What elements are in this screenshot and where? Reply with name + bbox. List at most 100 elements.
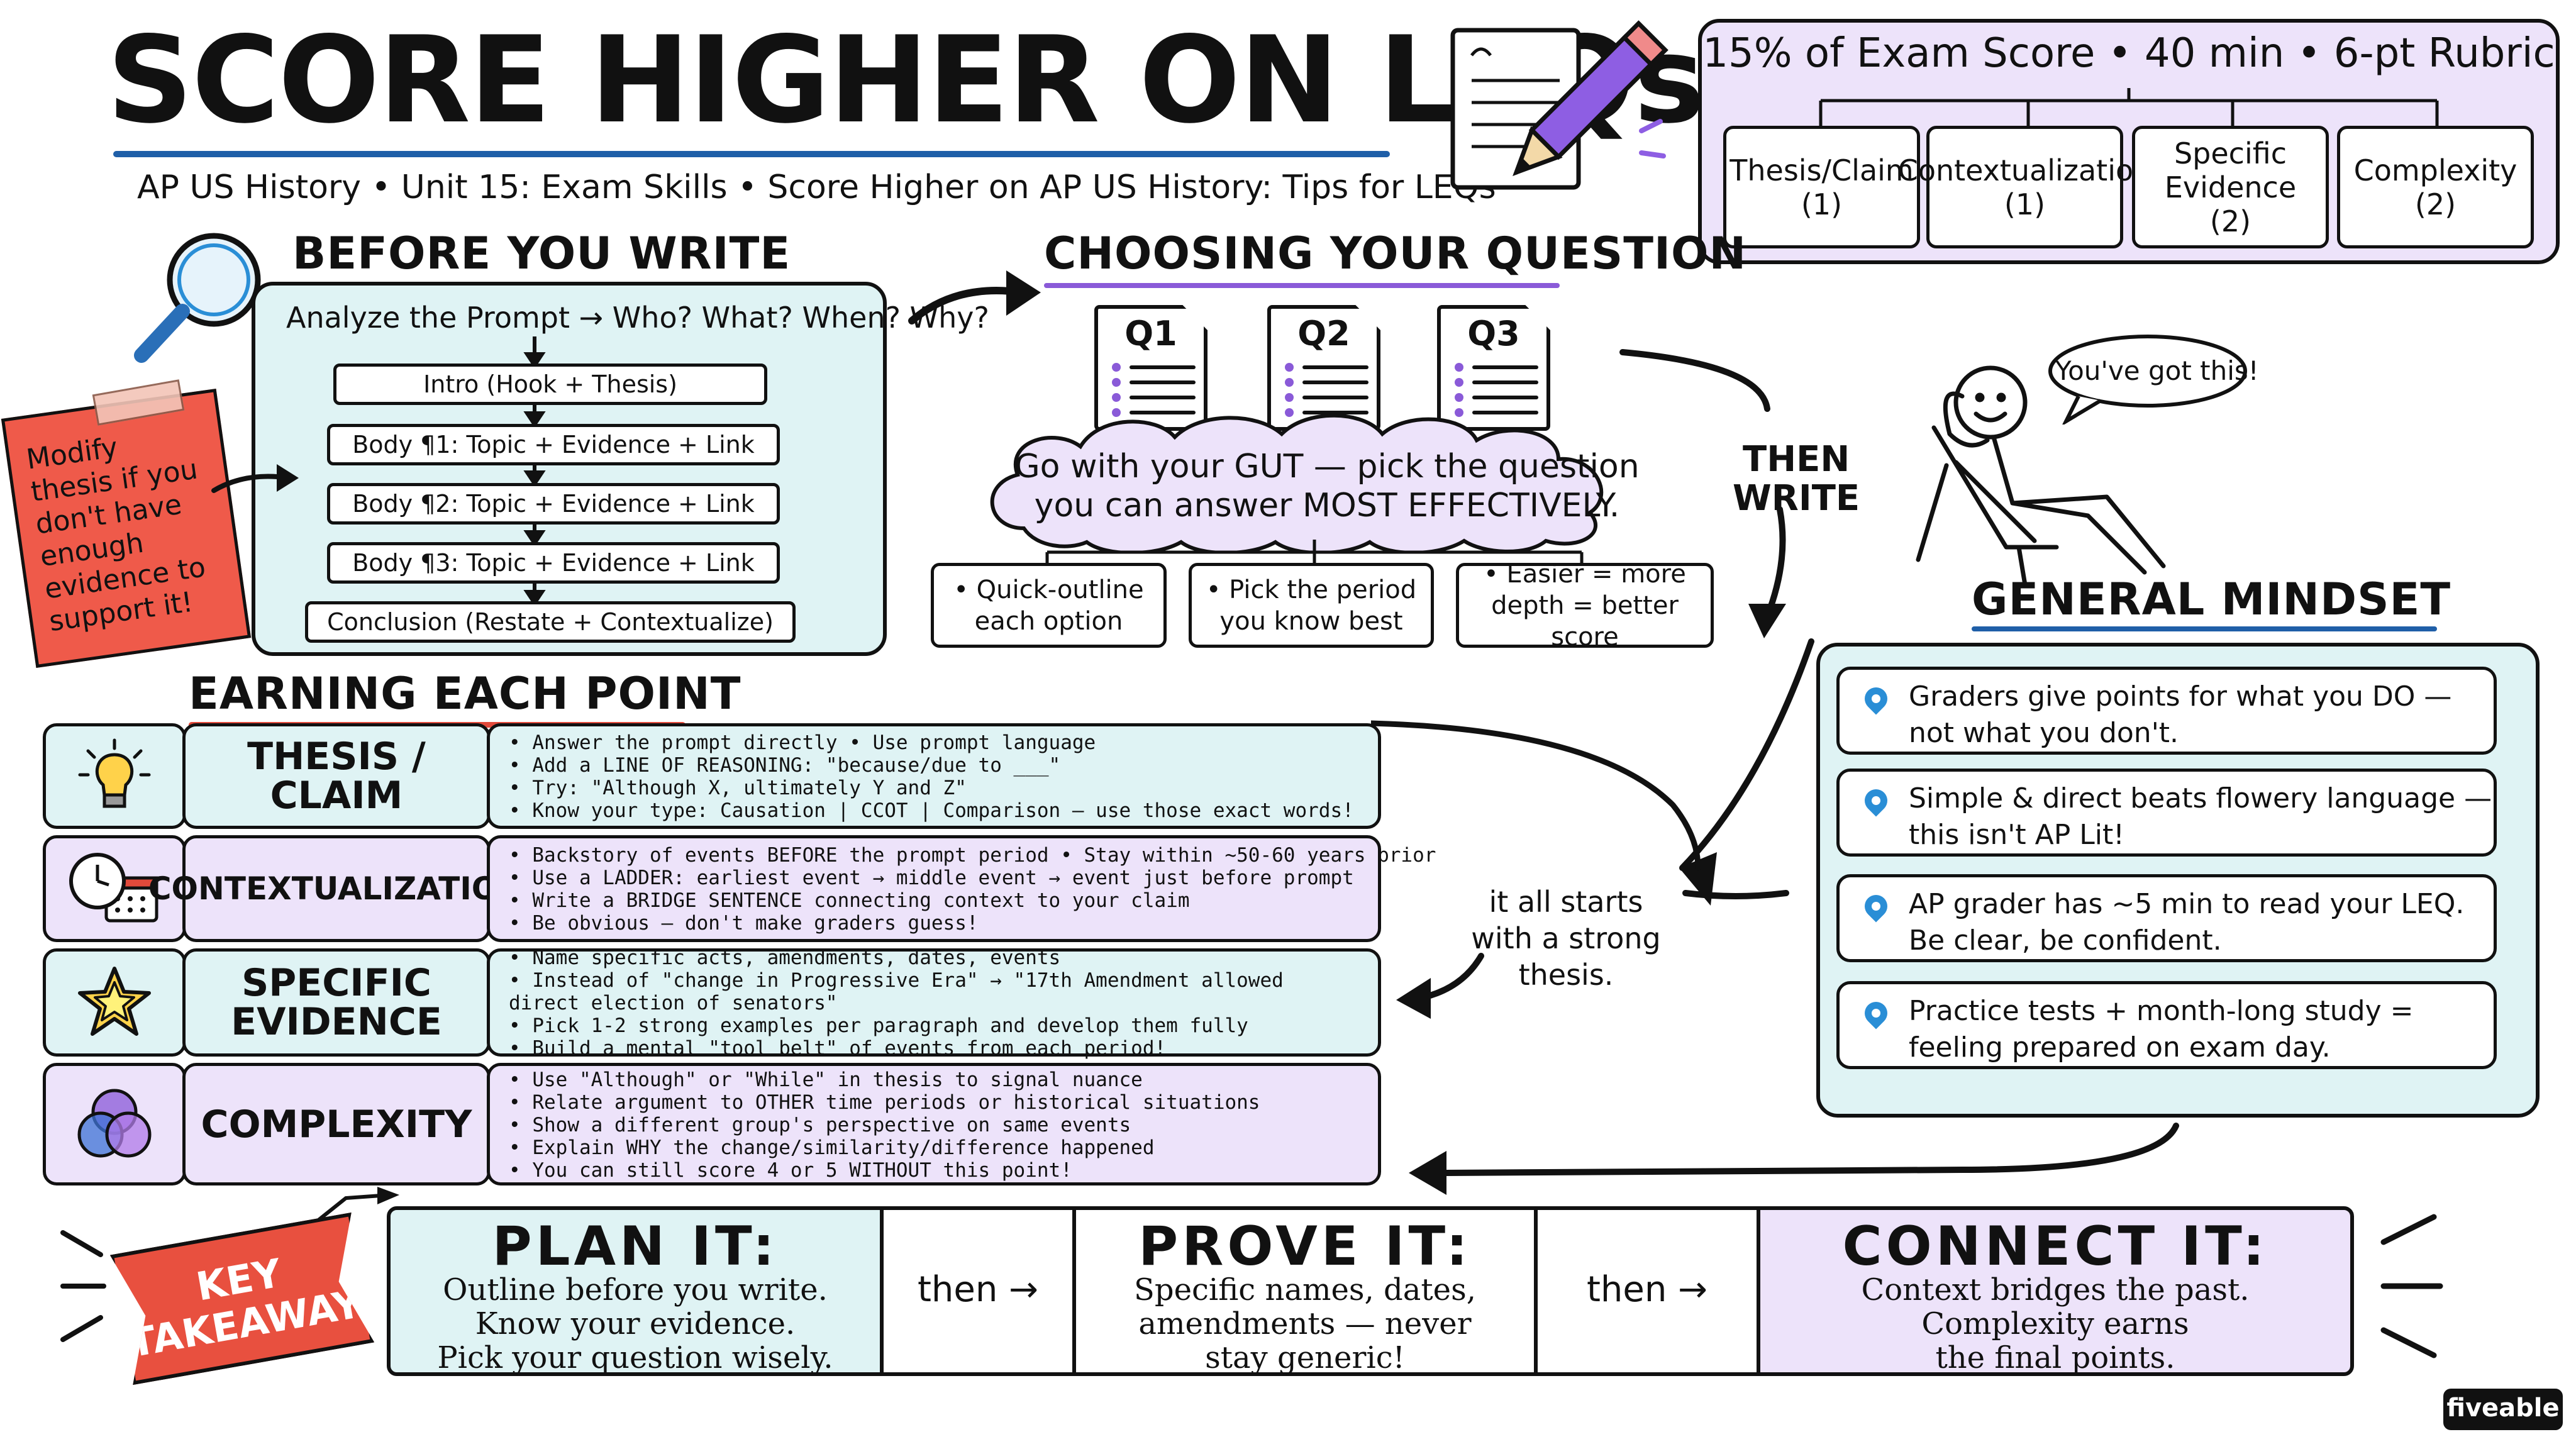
doc-line — [1302, 411, 1368, 414]
point-label-cell: COMPLEXITY — [182, 1063, 491, 1185]
doc-bullet — [1112, 408, 1121, 417]
mindset-underline — [1972, 626, 2437, 631]
bullet-item: • Add a LINE OF REASONING: "because/due … — [509, 754, 1061, 777]
point-bullets-cell: • Backstory of events BEFORE the prompt … — [487, 835, 1436, 942]
star-icon — [74, 963, 155, 1041]
starts-line-1: it all starts — [1489, 885, 1643, 919]
flow-step: Body ¶3: Topic + Evidence + Link — [327, 542, 780, 584]
point-icon-cell — [43, 1063, 186, 1185]
flow-step: Intro (Hook + Thesis) — [333, 364, 767, 405]
bullet-item: • Name specific acts, amendments, dates,… — [509, 947, 1061, 969]
doc-line — [1302, 396, 1368, 399]
plan-cell: PLAN IT: Outline before you write. Know … — [387, 1206, 884, 1376]
bullet-item: direct election of senators" — [509, 992, 838, 1014]
question-label: Q3 — [1467, 314, 1520, 353]
doc-bullet — [1455, 408, 1463, 417]
bullet-item: • Explain WHY the change/similarity/diff… — [509, 1136, 1155, 1159]
plan-line-2: Know your evidence. — [475, 1306, 796, 1341]
question-label: Q1 — [1124, 314, 1177, 353]
fiveable-logo: fiveable — [2443, 1389, 2563, 1430]
plan-line-3: Pick your question wisely. — [437, 1340, 833, 1375]
rubric-item-name: Thesis/Claim — [1729, 153, 1914, 187]
point-label-line-1: CONTEXTUALIZATION — [148, 870, 525, 907]
arrow-to-choosing — [908, 270, 1041, 325]
question-doc: Q3 — [1437, 305, 1550, 431]
bullet-item: • Pick 1-2 strong examples per paragraph… — [509, 1014, 1248, 1037]
point-icon-cell — [43, 948, 186, 1057]
prove-line-3: stay generic! — [1205, 1340, 1405, 1375]
doc-bullet — [1285, 363, 1294, 372]
rubric-item: Thesis/Claim(1) — [1723, 126, 1920, 248]
before-panel — [252, 282, 887, 656]
flow-step-label: Intro (Hook + Thesis) — [423, 370, 677, 398]
doc-line — [1130, 396, 1196, 399]
mindset-item: Practice tests + month-long study =feeli… — [1836, 981, 2497, 1069]
clock-calendar-icon — [67, 850, 162, 928]
doc-bullet — [1112, 393, 1121, 402]
flow-step-label: Body ¶2: Topic + Evidence + Link — [352, 490, 755, 518]
page-title: SCORE HIGHER ON LEQs — [107, 11, 1705, 150]
doc-bullet — [1285, 408, 1294, 417]
point-label-line-2: CLAIM — [270, 774, 403, 818]
doc-line — [1130, 380, 1196, 384]
point-label-line-1: COMPLEXITY — [201, 1102, 472, 1146]
bullet-item: • Build a mental "tool belt" of events f… — [509, 1037, 1167, 1060]
bullet-item: • Write a BRIDGE SENTENCE connecting con… — [509, 889, 1190, 912]
rubric-item: Complexity(2) — [2337, 126, 2534, 248]
pin-icon — [1860, 784, 1892, 817]
mindset-line-1: AP grader has ~5 min to read your LEQ. — [1909, 888, 2465, 920]
flow-step: Body ¶1: Topic + Evidence + Link — [327, 424, 780, 465]
before-heading: BEFORE YOU WRITE — [292, 228, 791, 279]
rubric-header: 15% of Exam Score • 40 min • 6-pt Rubric — [1702, 30, 2555, 77]
doc-line — [1472, 380, 1538, 384]
doc-bullet — [1112, 363, 1121, 372]
sticky-note: Modify thesis if you don't have enough e… — [1, 388, 252, 669]
question-doc: Q1 — [1094, 305, 1208, 431]
then-write-label: THEN WRITE — [1733, 440, 1860, 518]
rubric-item-points: (1) — [2004, 187, 2046, 221]
bullet-item: • Show a different group's perspective o… — [509, 1113, 1131, 1136]
bullet-item: • Answer the prompt directly • Use promp… — [509, 731, 1096, 754]
rubric-item: Specific Evidence(2) — [2132, 126, 2329, 248]
point-label-line-1: SPECIFIC — [242, 961, 431, 1005]
point-label-line-1: THESIS / — [247, 735, 426, 779]
bullet-item: • Backstory of events BEFORE the prompt … — [509, 844, 1436, 867]
rubric-item: Contextualization(1) — [1898, 126, 2151, 248]
prove-title: PROVE IT: — [1138, 1215, 1472, 1278]
choosing-underline — [1044, 283, 1560, 288]
flow-step-label: Body ¶3: Topic + Evidence + Link — [352, 549, 755, 577]
plan-title: PLAN IT: — [492, 1215, 779, 1278]
point-bullets-cell: • Answer the prompt directly • Use promp… — [487, 723, 1381, 829]
bullet-item: • Try: "Although X, ultimately Y and Z" — [509, 777, 967, 799]
rubric-item-points: (2) — [2414, 187, 2457, 221]
bullet-item: • Use "Although" or "While" in thesis to… — [509, 1068, 1143, 1091]
connect-cell: CONNECT IT: Context bridges the past. Co… — [1757, 1206, 2354, 1376]
mindset-line-2: not what you don't. — [1909, 717, 2179, 749]
then-cell-1: then → — [880, 1206, 1076, 1376]
point-icon-cell — [43, 835, 186, 942]
key-takeaways-banner: KEY TAKEAWAYS — [110, 1213, 375, 1385]
then-cell-2: then → — [1534, 1206, 1760, 1376]
mindset-line-1: Simple & direct beats flowery language — — [1909, 782, 2492, 814]
choose-tip-line-1: • Quick-outline — [953, 575, 1144, 604]
connect-line-2: Complexity earns — [1921, 1306, 2189, 1341]
rubric-item-name: Contextualization — [1897, 153, 2152, 187]
bullet-item: • Use a LADDER: earliest event → middle … — [509, 867, 1354, 889]
cloud-line-2: you can answer MOST EFFECTIVELY. — [1034, 487, 1620, 525]
banner-pointer — [313, 1187, 399, 1225]
choose-tip-line-2: depth = better score — [1491, 591, 1679, 652]
rubric-item-name: Specific Evidence — [2164, 136, 2297, 204]
bullet-item: • Know your type: Causation | CCOT | Com… — [509, 799, 1354, 822]
mindset-line-1: Graders give points for what you DO — — [1909, 680, 2452, 713]
choose-tip-line-2: you know best — [1219, 606, 1403, 636]
point-label-cell: CONTEXTUALIZATION — [148, 835, 525, 942]
sticky-text: Modify thesis if you don't have enough e… — [24, 431, 208, 638]
then-label: THEN — [1743, 439, 1850, 480]
doc-bullet — [1285, 393, 1294, 402]
flow-arrows — [523, 336, 546, 607]
choose-tip-line-1: • Pick the period — [1206, 575, 1417, 604]
pin-icon — [1860, 890, 1892, 923]
starts-text: it all starts with a strong thesis. — [1465, 884, 1667, 993]
